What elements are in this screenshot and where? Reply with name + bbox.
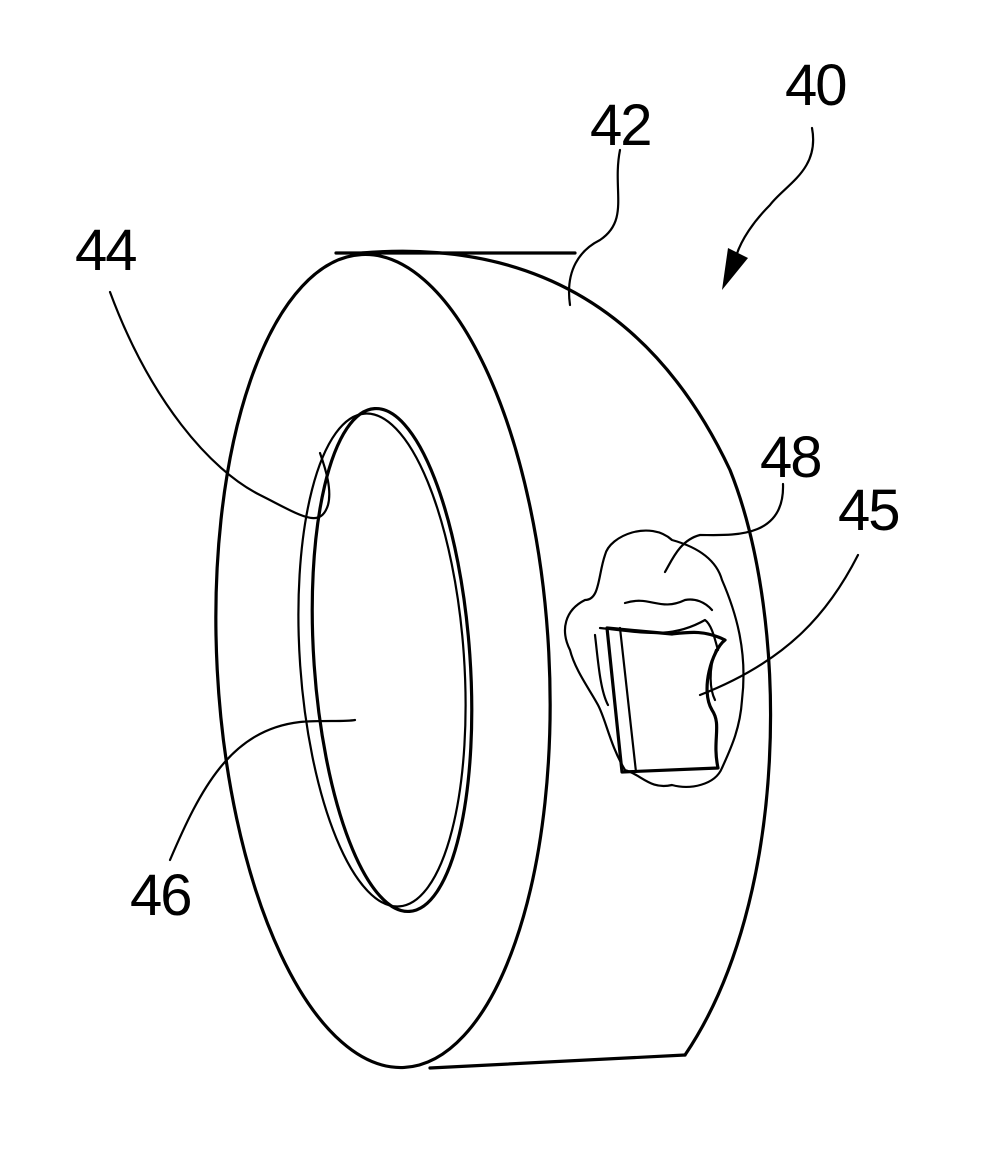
insert-side-curl [595,635,608,705]
pocket-wave-lower [600,620,718,650]
ring-front-outer-ellipse [196,246,570,1076]
leader-46 [170,720,355,860]
ref-45-label: 45 [838,478,899,543]
ref-48-label: 48 [760,425,821,490]
ref-44-label: 44 [75,218,136,283]
bore-inner-ellipse [297,403,488,917]
ref-42-label: 42 [590,93,651,158]
leader-45 [700,555,858,695]
leader-42 [569,150,620,305]
ref-46-label: 46 [130,863,191,928]
pocket-wave-upper [625,599,712,610]
insert-right-curl [711,650,716,700]
ref-40-label: 40 [785,53,846,118]
arrowhead-40 [722,248,748,290]
leader-48 [665,484,783,572]
leader-44 [110,292,329,518]
leader-40 [735,128,813,260]
ring-back-arc [362,251,771,1055]
insert-edge-line [620,628,636,772]
insert-body [607,628,725,772]
ring-bottom-edge [430,1055,685,1068]
